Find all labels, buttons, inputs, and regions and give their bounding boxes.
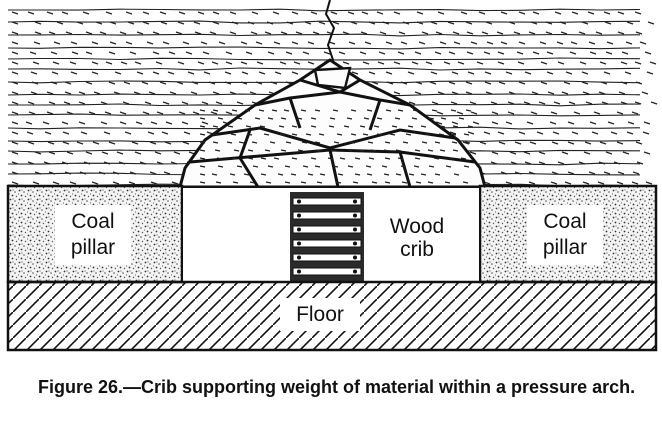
right-pillar-label-line2: pillar [543, 236, 587, 259]
floor-label: Floor [296, 303, 344, 326]
right-pillar-label-line1: Coal [543, 210, 586, 233]
crib-label-line1: Wood [390, 215, 444, 238]
crib-label-line2: crib [400, 238, 434, 261]
left-pillar-label-line1: Coal [71, 210, 114, 233]
left-pillar-label-line2: pillar [71, 236, 115, 259]
wood-crib [290, 192, 364, 282]
figure-caption: Figure 26.—Crib supporting weight of mat… [38, 377, 636, 397]
